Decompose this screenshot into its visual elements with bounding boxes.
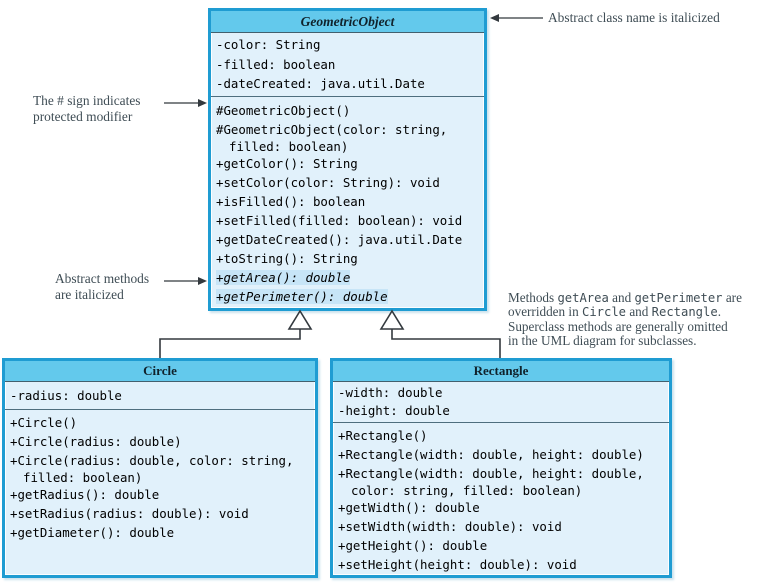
class-title-circle: Circle	[5, 361, 315, 382]
method-row: +Circle()	[10, 415, 78, 430]
methods-section-geometric-object: #GeometricObject() #GeometricObject(color…	[211, 97, 484, 310]
note-line: Superclass methods are generally omitted	[508, 318, 728, 334]
note-protected-modifier: The # sign indicates protected modifier	[33, 93, 140, 125]
note-line: Methods getArea and getPerimeter are	[508, 290, 742, 305]
class-title-geometric-object: GeometricObject	[211, 11, 484, 33]
method-row: +isFilled(): boolean	[216, 193, 366, 209]
class-title-rectangle: Rectangle	[333, 361, 669, 382]
note-line: in the UML diagram for subclasses.	[508, 333, 697, 349]
method-row: +Rectangle(width: double, height: double…	[338, 447, 644, 462]
method-row: +Circle(radius: double, color: string,fi…	[10, 453, 294, 485]
note-line: protected modifier	[33, 109, 133, 124]
method-row: +getPerimeter(): double	[216, 288, 388, 304]
method-row: +setHeight(height: double): void	[338, 557, 577, 572]
method-row: +getArea(): double	[216, 269, 351, 285]
field-row: -height: double	[338, 403, 450, 418]
inheritance-line-circle	[159, 328, 301, 358]
method-row: +setWidth(width: double): void	[338, 519, 562, 534]
field-row: -width: double	[338, 385, 443, 400]
method-row: #GeometricObject(color: string,filled: b…	[216, 121, 448, 154]
method-row: +Rectangle(width: double, height: double…	[338, 466, 644, 498]
method-row: +setColor(color: String): void	[216, 174, 440, 190]
note-line: Abstract methods	[55, 271, 150, 286]
class-box-rectangle: Rectangle -width: double-height: double …	[330, 358, 672, 578]
method-row: #GeometricObject()	[216, 102, 351, 118]
method-row: +getWidth(): double	[338, 500, 480, 515]
fields-section-geometric-object: -color: String -filled: boolean -dateCreat…	[211, 33, 484, 97]
method-row: +Circle(radius: double)	[10, 434, 182, 449]
methods-section-rectangle: +Rectangle() +Rectangle(width: double, he…	[333, 423, 669, 577]
methods-section-circle: +Circle() +Circle(radius: double) +Circle(…	[5, 410, 315, 545]
note-abstract-class: Abstract class name is italicized	[548, 10, 720, 25]
method-row: +getColor(): String	[216, 155, 358, 171]
class-box-geometric-object: GeometricObject -color: String -filled: b…	[208, 8, 487, 311]
field-row: -filled: boolean	[216, 56, 336, 72]
method-row: +Rectangle()	[338, 428, 428, 443]
method-row: +setRadius(radius: double): void	[10, 506, 249, 521]
method-row: +setFilled(filled: boolean): void	[216, 212, 463, 228]
note-line: are italicized	[55, 287, 124, 302]
method-row: +toString(): String	[216, 250, 358, 266]
class-box-circle: Circle -radius: double +Circle()+Circle(…	[2, 358, 318, 578]
arrowhead-right-icon	[198, 99, 207, 107]
arrowhead-left-icon	[490, 14, 499, 22]
field-row: -color: String	[216, 37, 321, 52]
method-row: +getDiameter(): double	[10, 525, 175, 540]
inheritance-triangle-icon	[379, 309, 405, 330]
note-line: The # sign indicates	[33, 93, 141, 108]
note-line: overridden in Circle and Rectangle.	[508, 304, 721, 320]
fields-section-circle: -radius: double	[5, 382, 315, 410]
note-abstract-methods: Abstract methods are italicized	[55, 271, 149, 303]
fields-section-rectangle: -width: double -height: double	[333, 382, 669, 423]
inheritance-line-rectangle	[391, 328, 501, 358]
arrowhead-right-icon	[198, 277, 207, 285]
field-row: -radius: double	[10, 388, 122, 403]
field-row: -dateCreated: java.util.Date	[216, 76, 425, 92]
method-row: +getDateCreated(): java.util.Date	[216, 231, 463, 247]
inheritance-triangle-icon	[287, 309, 313, 330]
method-row: +getRadius(): double	[10, 487, 160, 502]
method-row: +getHeight(): double	[338, 538, 488, 553]
